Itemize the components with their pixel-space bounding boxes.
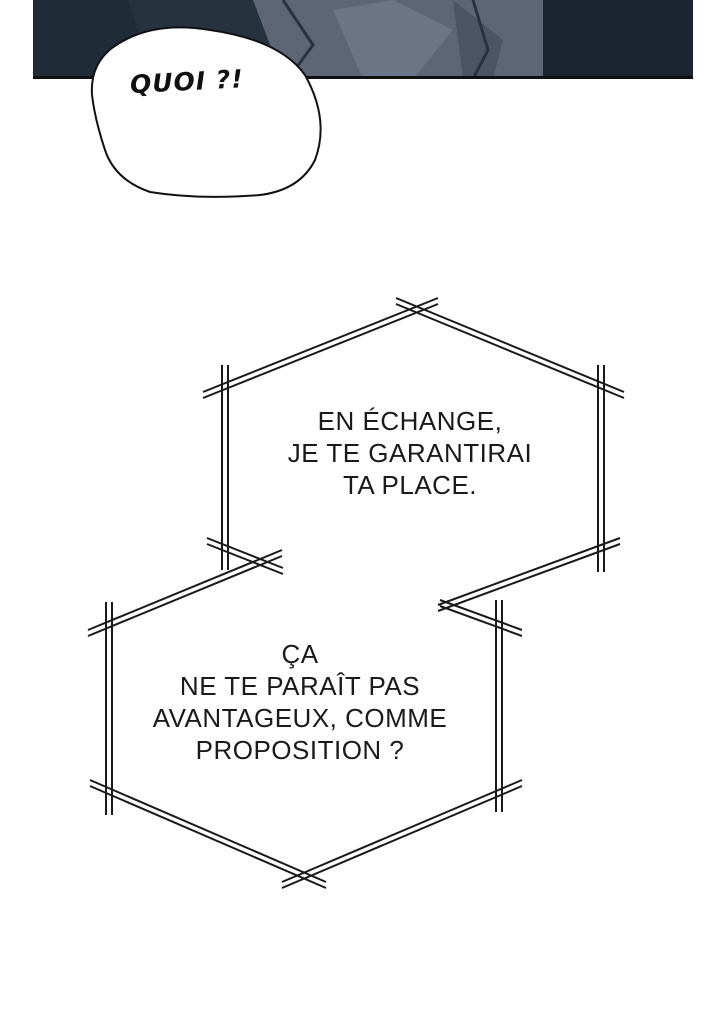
hexagon-frame-2 xyxy=(87,549,523,889)
caption-1-line: JE TE GARANTIRAI xyxy=(287,438,533,468)
caption-2-line: ÇA xyxy=(281,639,319,669)
caption-1-line: EN ÉCHANGE, xyxy=(317,406,503,436)
caption-2-line: PROPOSITION ? xyxy=(195,735,405,765)
caption-2-line: NE TE PARAÎT PAS xyxy=(179,671,421,701)
speech-bubble xyxy=(90,26,322,198)
hexagon-frame-1 xyxy=(202,297,625,612)
caption-1: EN ÉCHANGE, JE TE GARANTIRAI TA PLACE. xyxy=(250,405,570,501)
caption-1-line: TA PLACE. xyxy=(342,470,478,500)
caption-2: ÇA NE TE PARAÎT PAS AVANTAGEUX, COMME PR… xyxy=(120,638,480,766)
caption-2-line: AVANTAGEUX, COMME xyxy=(152,703,448,733)
